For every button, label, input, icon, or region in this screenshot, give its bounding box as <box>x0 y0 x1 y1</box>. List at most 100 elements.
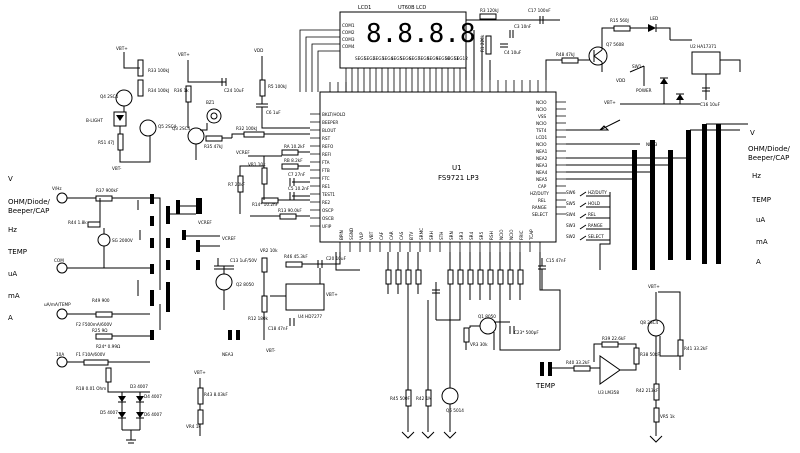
selector-label: uA <box>8 270 17 278</box>
u1-pin-label: BLOUT <box>322 128 336 133</box>
rb-label: RB 8.2kF <box>284 158 303 163</box>
vr1-label: VR1 10k <box>248 162 266 167</box>
u1-pin-label: BTV <box>409 232 414 240</box>
r38-label: R38 50kF <box>640 352 660 357</box>
sw6-ref: SW6 <box>566 190 576 195</box>
r5-label: R5 100kJ <box>268 84 287 89</box>
lcd-com-pins: COM1 COM2 COM3 COM4 <box>342 23 355 49</box>
backlight-section: VBT+ R33 100kJ R34 100kJ Q4 2SC4 B-LIGHT… <box>86 46 177 171</box>
r1-label: R1 220k <box>480 34 485 52</box>
r3-label: R3 120kJ <box>480 8 499 13</box>
com-pin: COM3 <box>342 37 355 42</box>
u1-left-pins: BKLT/HOLD BEEPER BLOUT RST REFO REFI FTA… <box>310 112 345 229</box>
u1-chip: U1 FS9721 LP3 BKLT/HOLD BEEPER BLOUT RST… <box>310 80 566 252</box>
seg-pin: SEG8 <box>418 56 430 61</box>
u1-pin-label: SR5 <box>479 231 484 240</box>
u1-bottom-pins: BPIN SGND VLP VBT CAF CAR CAS BTV SRMC S… <box>339 228 541 252</box>
q3-label: Q3 2SC4 <box>172 126 191 131</box>
power-label: POWER <box>636 88 652 93</box>
c7-label: C7 27nF <box>288 172 306 177</box>
r39-label: R39 22.6kF <box>602 336 626 341</box>
seg-pin: SEG2 <box>364 56 376 61</box>
u1-pin-label: STH <box>439 232 444 240</box>
u1-pin-label: REFO <box>322 144 334 149</box>
u1-pin-label: RANGE <box>532 205 547 210</box>
c3-label: C3 10nF <box>514 24 532 29</box>
q6-label: Q6 5014 <box>446 408 464 413</box>
u1-pin-label: RE2 <box>322 200 331 205</box>
f1-label: F1 F10A/600V <box>76 352 105 357</box>
com-pin: COM2 <box>342 30 355 35</box>
seg-pin: SEG6 <box>400 56 412 61</box>
right-rotary-selector: V OHM/Diode/ Beeper/CAP Hz TEMP uA mA A <box>566 123 791 270</box>
switch-sw3[interactable]: SW3 RANGE <box>566 223 610 230</box>
terminal-10a-label: 10A <box>56 352 64 357</box>
u1-pin-label: FTC <box>322 176 330 181</box>
lcd-display: LCD1 UT60B LCD 8.8.8.8 COM1 COM2 COM3 CO… <box>299 5 476 92</box>
r24-label: R24* 0.99Ω <box>96 344 121 349</box>
vdd-buzzer: VDD <box>254 48 263 53</box>
r14-label: R14* 10.2nF <box>252 202 279 207</box>
c5-label: C5 10.2nF <box>288 186 310 191</box>
d5-label: D5 4007 <box>100 410 118 415</box>
sw6-label: HZ/DUTY <box>588 190 607 195</box>
q2-label: Q2 8050 <box>236 282 254 287</box>
vcref-label: VCREF <box>236 150 250 155</box>
com-pin: COM4 <box>342 44 355 49</box>
switch-sw5[interactable]: SW5 HOLD <box>566 201 610 208</box>
nea3-left-label: NEA3 <box>222 352 234 357</box>
left-rotary-selector: V OHM/Diode/ Beeper/CAP Hz TEMP uA mA A … <box>7 175 240 357</box>
r34-label: R34 100kJ <box>148 88 169 93</box>
led-power-section: Q7 5608 R15 560J LED U2 HA17371 POWER SW… <box>588 16 741 107</box>
seg-pin: SEG3 <box>373 56 385 61</box>
u1-pin-label: SGND <box>349 228 354 240</box>
switch-sw6[interactable]: SW6 HZ/DUTY <box>566 190 610 197</box>
seg-pin: SEG9 <box>427 56 439 61</box>
u1-pin-label: REFI <box>322 152 331 157</box>
selector-label: OHM/Diode/ <box>8 198 51 206</box>
terminal-10a[interactable] <box>56 356 68 368</box>
terminal-com[interactable] <box>56 262 68 274</box>
sw5-ref: SW5 <box>566 201 576 206</box>
u1-pin-label: NCIO <box>536 142 547 147</box>
input-terminals: V/Hz COM uA/mA/TEMP 10A R37 900kF R44 1.… <box>44 186 228 444</box>
r15-label: R15 560J <box>610 18 629 23</box>
c18-label: C18 47nF <box>268 326 289 331</box>
u1-pin-label: OSCP <box>322 208 334 213</box>
u1-pin-label: NCIO <box>536 121 547 126</box>
u1-pin-label: SR4 <box>469 231 474 240</box>
terminal-vhz[interactable] <box>56 192 68 204</box>
vr3-label: VR3 30k <box>470 342 488 347</box>
terminal-vhz-label: V/Hz <box>52 186 62 191</box>
switch-sw2[interactable]: SW2 SELECT <box>566 234 610 241</box>
buzzer-section: VBT+ C24 10uF R36 1k BZ1 Q3 2SC4 R35 47k… <box>172 48 310 160</box>
r51-label: R51 47J <box>98 140 114 145</box>
switch-sw4[interactable]: SW4 REL <box>566 212 610 219</box>
temp-amplifier: TEMP R40 33.2kF U3 LM358 R39 22.6kF R38 … <box>535 284 708 443</box>
selector-label: TEMP <box>7 248 27 256</box>
terminal-ua-ma-temp[interactable] <box>56 308 68 320</box>
seg-pin: SEG4 <box>382 56 394 61</box>
r35-label: R35 47kJ <box>204 144 223 149</box>
terminal-com-label: COM <box>54 258 64 263</box>
r46-label: R46 45.3kF <box>284 254 308 259</box>
r48-label: R48 47kJ <box>556 52 575 57</box>
selector-label: mA <box>8 292 20 300</box>
u1-pin-label: NEA3 <box>536 163 548 168</box>
u1-pin-label: NEA5 <box>536 177 548 182</box>
sw2-ref: SW2 <box>566 234 576 239</box>
sw2-label: SELECT <box>588 234 604 239</box>
backlight-label: B-LIGHT <box>86 118 103 123</box>
c23-label: C23* 500pF <box>514 330 539 335</box>
q5-label: Q5 2SC4 <box>158 124 177 129</box>
vdd-label: VDD <box>616 78 625 83</box>
seg-pin: SEG5 <box>391 56 403 61</box>
lcd-seg-pins: SEG1 SEG2 SEG3 SEG4 SEG5 SEG6 SEG7 SEG8 … <box>355 56 468 61</box>
vbt-minus-center: VBT- <box>266 348 276 353</box>
led-label: LED <box>650 16 658 21</box>
selector-labels-right: V OHM/Diode/ Beeper/CAP Hz TEMP uA mA A <box>748 129 791 266</box>
r40-label: R40 33.2kF <box>566 360 590 365</box>
vbt-plus-q8: VBT+ <box>648 284 660 289</box>
u1-right-pins: NCIO NCIO VSS NCIO TST4 LCD1 NCIO NEA1 N… <box>530 100 566 217</box>
seg-pin: SEG7 <box>409 56 421 61</box>
